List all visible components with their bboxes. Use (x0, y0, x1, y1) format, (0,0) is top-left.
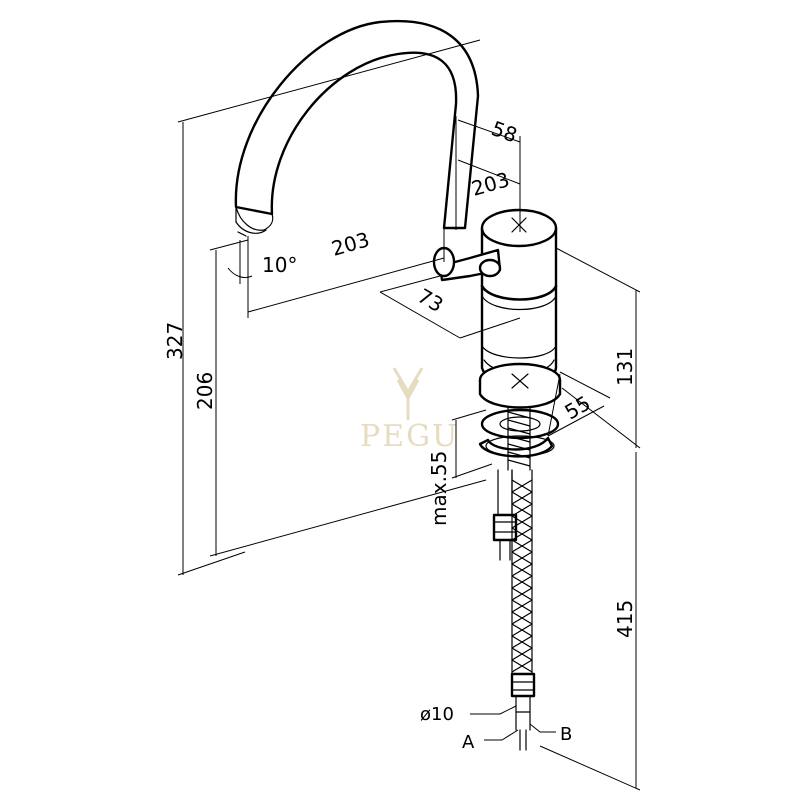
label-connection-a: A (462, 732, 475, 753)
label-height-outlet: 206 (193, 372, 217, 410)
label-depth-diag: 73 (414, 284, 448, 318)
label-connection-b: B (560, 724, 572, 745)
label-reach-lower: 203 (329, 227, 372, 261)
supply-hoses (492, 469, 536, 751)
label-base-diameter: 55 (561, 391, 595, 425)
label-counter-thickness: max.55 (427, 451, 451, 526)
label-height-total: 327 (163, 322, 187, 360)
label-reach-outer: 203 (469, 167, 512, 201)
watermark-text: PEGU (360, 419, 459, 454)
label-hose-diameter: ø10 (420, 704, 454, 725)
watermark-logo: PEGU (360, 367, 459, 454)
label-spout-angle: 10° (262, 253, 297, 277)
label-hose-length: 415 (613, 600, 637, 638)
label-body-height: 131 (613, 348, 637, 386)
mounting-base (478, 362, 562, 471)
label-width-top: 58 (488, 116, 520, 147)
dimension-lines (177, 39, 641, 791)
spout (234, 19, 480, 237)
faucet-body (480, 208, 558, 388)
